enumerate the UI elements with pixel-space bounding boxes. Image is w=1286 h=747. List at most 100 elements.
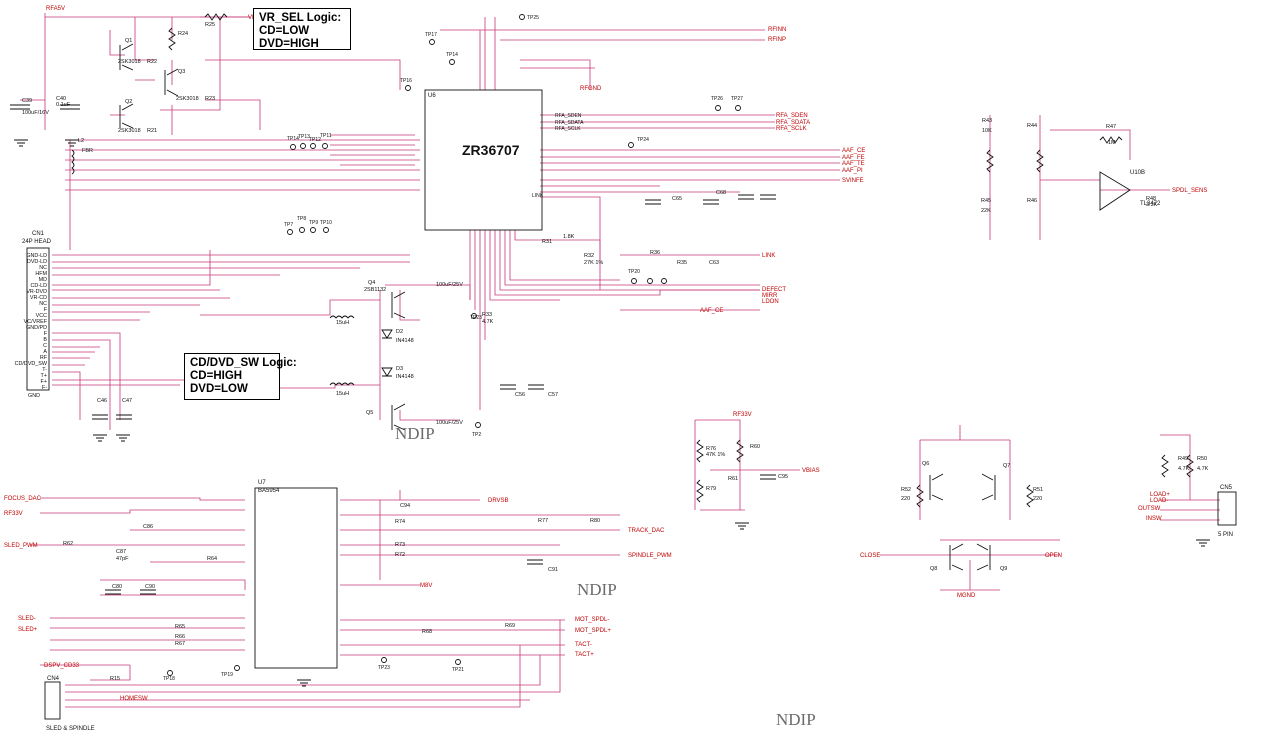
component-label: D3: [396, 366, 403, 372]
net-label: AAF_TE: [842, 161, 865, 167]
net-label: LOAD+: [1150, 492, 1170, 498]
component-label: R46: [1027, 198, 1037, 204]
net-label: RFA_SDATA: [776, 120, 810, 126]
net-label: AAF_PI: [842, 168, 863, 174]
test-point-label: TP18: [163, 676, 175, 682]
component-label: Q5: [366, 410, 373, 416]
component-label: C57: [548, 392, 558, 398]
cn1-pin-label: F+: [41, 379, 47, 385]
cn1-pin-label: VC/VREF: [24, 319, 48, 325]
u6-body: [424, 89, 543, 231]
net-label: RFA5V: [46, 6, 65, 12]
net-label: TRACK_DAC: [628, 528, 665, 534]
test-point-label: TP21: [452, 667, 464, 673]
net-label: SPDL_SENS: [1172, 188, 1207, 194]
watermark-text: NDIP: [776, 710, 816, 729]
net-label-group: VR_SEL RFINN RFINP RFA_SDEN RFA_SDATA RF…: [4, 6, 1207, 702]
component-label: R33: [482, 312, 492, 318]
net-label: RFA_SCLK: [776, 126, 807, 132]
component-label: Q8: [930, 566, 937, 572]
component-label: 1M: [1108, 140, 1116, 146]
component-label: 3.3K: [1146, 202, 1158, 208]
component-label: C47: [122, 398, 132, 404]
cn1-pin-label: F: [44, 307, 48, 313]
net-label: TACT+: [575, 652, 594, 658]
component-label: R69: [505, 623, 515, 629]
vr-sel-logic-dvd: DVD=HIGH: [259, 38, 319, 50]
cn1-body: [26, 247, 50, 391]
cn5-ref: CN5: [1220, 485, 1233, 491]
net-label: RF33V: [733, 412, 752, 418]
net-label: SVINFE: [842, 178, 864, 184]
component-label: FBR: [82, 148, 93, 154]
main-ic-label: ZR36707: [462, 142, 520, 158]
component-label: 10K: [982, 128, 992, 134]
component-label: C46: [97, 398, 107, 404]
cn1-ref: CN1: [32, 231, 45, 237]
net-label: DEFECT: [762, 287, 786, 293]
net-label: RFGND: [580, 86, 602, 92]
cn1-pin-label: CD-LD: [31, 283, 48, 289]
cn1-pin-label: RF: [40, 355, 48, 361]
cn1-pin-label: T+: [41, 373, 47, 379]
driver-ic-ref: U7: [258, 480, 266, 486]
cn1-pin-label: CD/DVD_SW: [15, 361, 48, 367]
component-label: R80: [590, 518, 600, 524]
net-label: VBIAS: [802, 468, 820, 474]
cn1-pin-label: GND/PD: [26, 325, 47, 331]
cn1-pin-list: GND-LD DVD-LD NC HFM MD CD-LD VR-DVD VR-…: [15, 253, 48, 399]
net-label: MGND: [957, 593, 976, 599]
test-point-label-group: TP16 TP17 TP14 TP25 TP14 TP13 TP12 TP11 …: [163, 15, 743, 682]
test-point-label: TP23: [378, 665, 390, 671]
net-label: MOT_SPDL+: [575, 628, 611, 634]
test-point-label: TP16: [400, 78, 412, 84]
component-label: C80: [112, 584, 122, 590]
component-label: 2SK3018: [176, 96, 199, 102]
component-label: C86: [143, 524, 153, 530]
net-label: LDON: [762, 299, 779, 305]
wire-net-group: [20, 13, 1220, 708]
watermark-text: NDIP: [577, 580, 617, 599]
component-label: C90: [145, 584, 155, 590]
net-label: SLED-: [18, 616, 36, 622]
cd-dvd-sw-logic-title: CD/DVD_SW Logic:: [190, 357, 297, 369]
component-label: R50: [1197, 456, 1207, 462]
net-label: CLOSE: [860, 553, 880, 559]
cd-dvd-sw-logic-dvd: DVD=LOW: [190, 383, 248, 395]
cn4-name: SLED & SPINDLE: [46, 726, 95, 732]
cn1-pin-label: GND: [28, 393, 40, 399]
net-label: AAF_CE: [842, 148, 865, 154]
net-label: LINK: [762, 253, 775, 259]
component-label: Q9: [1000, 566, 1007, 572]
component-label: R35: [677, 260, 687, 266]
cn1-pin-label: C: [43, 343, 47, 349]
component-label: R77: [538, 518, 548, 524]
test-point-label: TP25: [527, 15, 539, 21]
test-point-label: TP19: [221, 672, 233, 678]
cn1-pin-label: DVD-LD: [27, 259, 47, 265]
component-label: R51: [1033, 487, 1043, 493]
component-label: Q4: [368, 280, 375, 286]
net-label: INSW: [1146, 516, 1162, 522]
cd-dvd-sw-logic-annotation: CD/DVD_SW Logic: CD=HIGH DVD=LOW: [184, 353, 297, 400]
net-label: OPEN: [1045, 553, 1062, 559]
component-label: C56: [515, 392, 525, 398]
component-label: 15uH: [336, 320, 349, 326]
cn1-pin-label: B: [43, 337, 47, 343]
u7-body: [254, 487, 338, 669]
net-label: M8V: [420, 583, 432, 589]
component-label: 1.8K: [563, 234, 575, 240]
component-label: R47: [1106, 124, 1116, 130]
component-label: R32: [584, 253, 594, 259]
test-point-label: TP14: [446, 52, 458, 58]
cn1-name: 24P HEAD: [22, 239, 52, 245]
component-label: R43: [982, 118, 992, 124]
component-label: Q1: [125, 38, 132, 44]
test-point-label: TP14: [287, 136, 299, 142]
cn4-ref: CN4: [47, 676, 60, 682]
cn1-pin-label: VR-CD: [30, 295, 47, 301]
schematic-structure: [10, 13, 1237, 720]
component-label: 15uH: [336, 391, 349, 397]
net-label: MIRR: [762, 293, 778, 299]
component-label: R76: [706, 446, 716, 452]
